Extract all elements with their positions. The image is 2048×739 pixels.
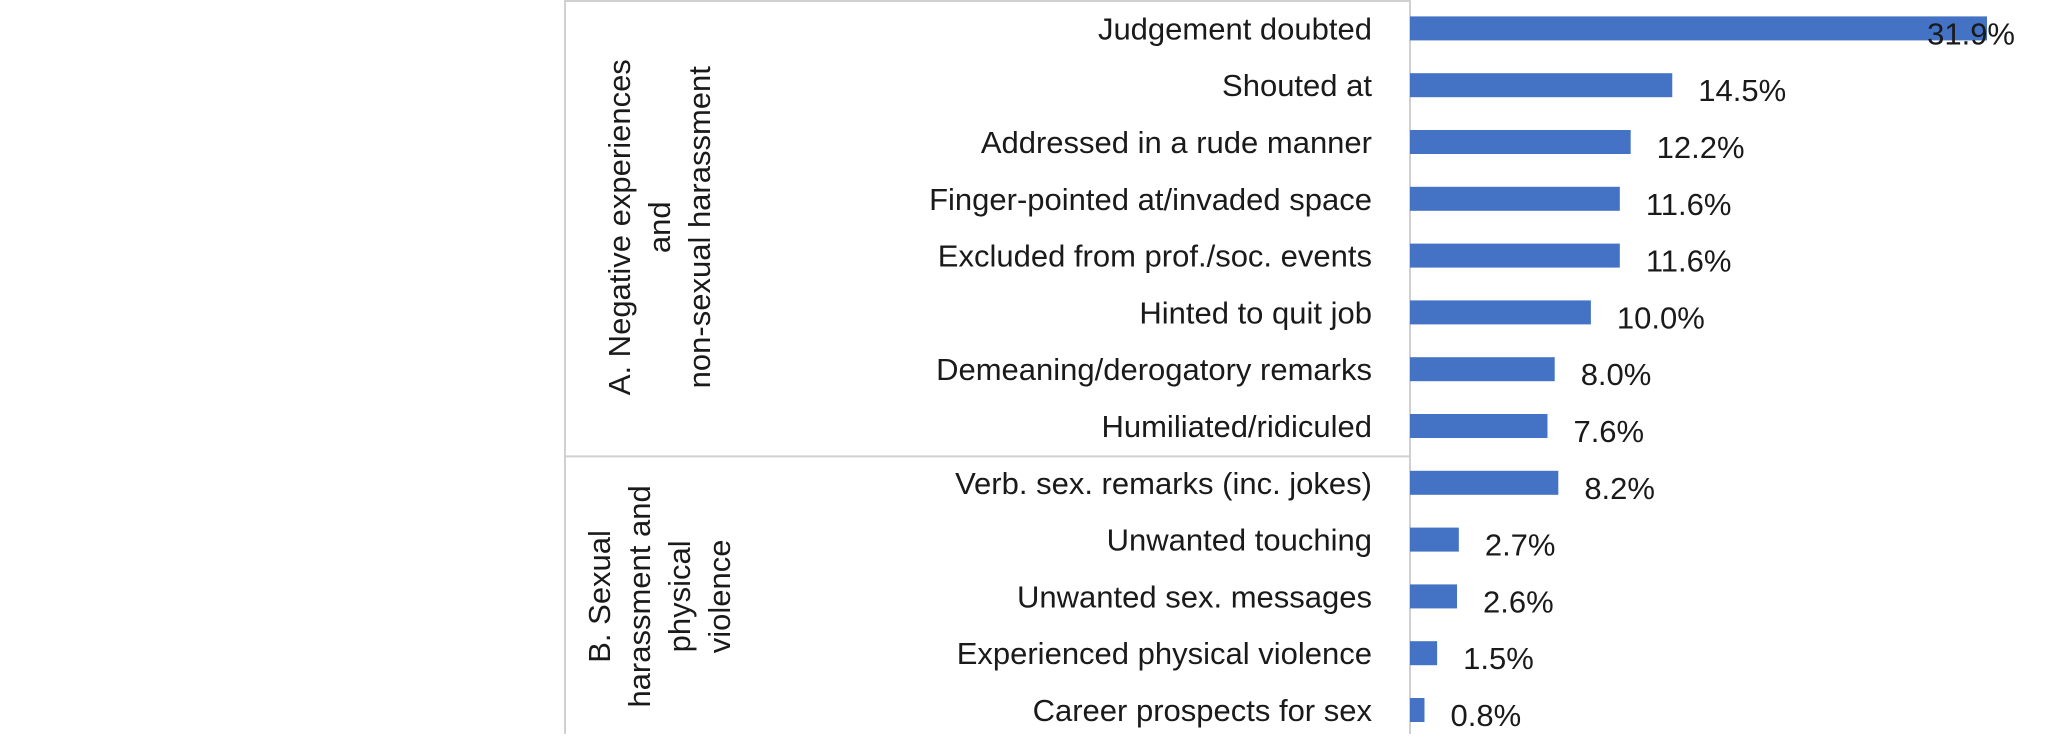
category-label: Excluded from prof./soc. events — [938, 239, 1372, 274]
data-label: 1.5% — [1463, 641, 1534, 676]
category-label: Experienced physical violence — [957, 636, 1372, 671]
data-label: 12.2% — [1657, 130, 1745, 165]
data-label: 0.8% — [1450, 698, 1521, 733]
group-label-line: and — [642, 201, 677, 253]
group-label-line: non-sexual harassment — [682, 66, 717, 389]
data-label: 10.0% — [1617, 300, 1705, 335]
category-label: Unwanted touching — [1107, 523, 1372, 558]
bar — [1410, 527, 1459, 552]
bar — [1410, 16, 1987, 41]
category-label: Verb. sex. remarks (inc. jokes) — [955, 466, 1372, 501]
group-label-line: A. Negative experiences — [602, 59, 637, 395]
data-label: 7.6% — [1573, 414, 1644, 449]
bar — [1410, 414, 1548, 438]
group-label-line: physical — [662, 540, 697, 652]
bar — [1410, 698, 1425, 722]
bar — [1410, 641, 1438, 666]
bar — [1410, 470, 1559, 495]
data-label: 8.2% — [1584, 471, 1655, 506]
data-label: 11.6% — [1646, 244, 1732, 279]
data-label: 2.6% — [1483, 584, 1554, 619]
bar — [1410, 357, 1555, 382]
bar — [1410, 73, 1673, 98]
category-label: Addressed in a rude manner — [981, 125, 1372, 160]
group-label-line: violence — [702, 540, 737, 654]
bar — [1410, 243, 1620, 268]
bar — [1410, 186, 1620, 211]
category-label: Demeaning/derogatory remarks — [936, 352, 1372, 387]
category-label: Hinted to quit job — [1139, 295, 1372, 330]
category-label: Humiliated/ridiculed — [1101, 409, 1372, 444]
data-label: 14.5% — [1698, 73, 1786, 108]
group-label-line: B. Sexual — [582, 530, 617, 663]
category-label: Career prospects for sex — [1033, 693, 1373, 728]
data-label: 2.7% — [1485, 528, 1556, 563]
data-label: 31.9% — [1927, 16, 2015, 51]
data-label: 8.0% — [1581, 357, 1652, 392]
category-label: Judgement doubted — [1098, 11, 1372, 46]
data-label: 11.6% — [1646, 187, 1732, 222]
bar — [1410, 300, 1591, 325]
category-label: Finger-pointed at/invaded space — [929, 182, 1372, 217]
category-label: Shouted at — [1222, 68, 1372, 103]
bar — [1410, 584, 1458, 609]
bar — [1410, 130, 1631, 154]
category-label: Unwanted sex. messages — [1017, 579, 1372, 614]
group-label-line: harassment and — [622, 485, 657, 707]
